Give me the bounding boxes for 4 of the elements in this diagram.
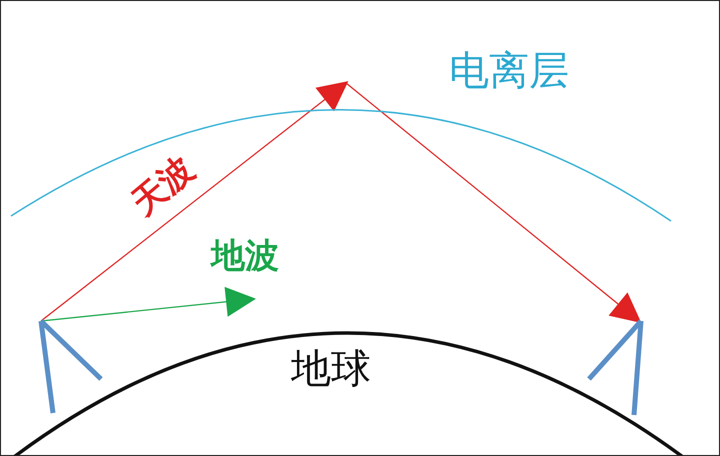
earth-label: 地球 (291, 345, 371, 394)
arrow (40, 81, 348, 322)
ionosphere-label: 电离层 (449, 47, 569, 96)
arrow (346, 82, 642, 323)
